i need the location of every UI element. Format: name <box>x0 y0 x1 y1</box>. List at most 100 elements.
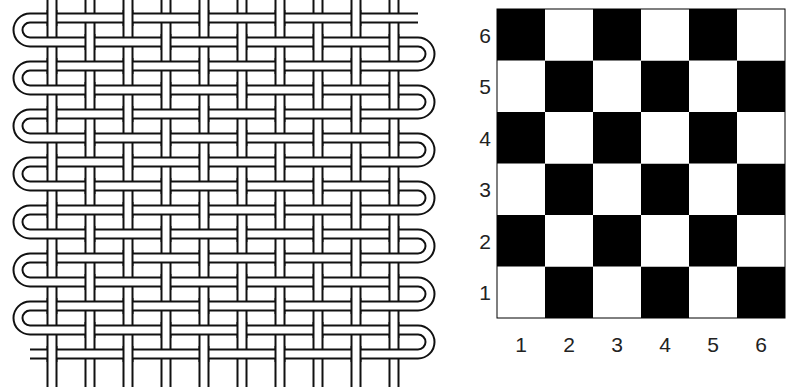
warp-crossing <box>162 82 171 98</box>
warp-crossing <box>200 106 209 122</box>
row-number: 4 <box>479 127 491 148</box>
black-cell <box>641 267 689 319</box>
warp-crossing <box>48 154 57 170</box>
white-cell <box>737 112 785 164</box>
warp-crossing <box>390 130 399 146</box>
warp-crossing <box>352 202 361 218</box>
black-cell <box>737 267 785 319</box>
white-cell <box>593 267 641 319</box>
white-cell <box>497 267 545 319</box>
warp-crossing <box>352 298 361 314</box>
black-cell <box>641 164 689 216</box>
warp-crossing <box>238 34 247 50</box>
black-cell <box>593 9 641 61</box>
warp-crossing <box>314 82 323 98</box>
black-cell <box>737 61 785 113</box>
white-cell <box>593 164 641 216</box>
black-cell <box>545 61 593 113</box>
warp-thread <box>313 0 324 387</box>
warp-crossing <box>352 154 361 170</box>
warp-crossing <box>352 58 361 74</box>
warp-crossing <box>390 178 399 194</box>
warp-crossing <box>238 130 247 146</box>
black-cell <box>689 9 737 61</box>
warp-thread <box>389 0 400 387</box>
warp-crossing <box>276 202 285 218</box>
warp-crossing <box>276 154 285 170</box>
warp-crossing <box>200 346 209 362</box>
white-cell <box>641 9 689 61</box>
warp-crossing <box>86 226 95 242</box>
row-number: 1 <box>479 282 491 303</box>
warp-crossing <box>124 58 133 74</box>
grid-border <box>497 9 785 318</box>
black-cell <box>689 112 737 164</box>
warp-crossing <box>276 298 285 314</box>
warp-crossing <box>162 130 171 146</box>
black-cell <box>641 61 689 113</box>
warp-thread <box>239 0 246 387</box>
warp-crossing <box>200 250 209 266</box>
row-number: 6 <box>479 24 491 45</box>
warp-crossing <box>162 34 171 50</box>
warp-thread <box>391 0 398 387</box>
column-number: 2 <box>563 334 575 355</box>
column-number: 5 <box>707 334 719 355</box>
warp-crossing <box>162 322 171 338</box>
warp-thread <box>163 0 170 387</box>
black-cell <box>545 164 593 216</box>
black-cell <box>497 112 545 164</box>
column-number: 3 <box>611 334 623 355</box>
warp-crossing <box>352 10 361 26</box>
white-cell <box>689 267 737 319</box>
warp-crossing <box>238 178 247 194</box>
warp-crossing <box>352 346 361 362</box>
warp-crossing <box>200 202 209 218</box>
white-cell <box>545 112 593 164</box>
warp-crossing <box>238 322 247 338</box>
warp-crossing <box>162 226 171 242</box>
row-number: 2 <box>479 230 491 251</box>
row-number: 5 <box>479 76 491 97</box>
warp-crossing <box>352 250 361 266</box>
warp-crossing <box>124 250 133 266</box>
warp-crossing <box>390 82 399 98</box>
black-cell <box>545 267 593 319</box>
white-cell <box>497 61 545 113</box>
weft-thread <box>18 18 430 354</box>
column-number: 1 <box>515 334 527 355</box>
black-cell <box>593 112 641 164</box>
warp-thread <box>87 0 94 387</box>
warp-crossing <box>86 178 95 194</box>
warp-thread <box>237 0 248 387</box>
warp-crossing <box>124 298 133 314</box>
warp-crossing <box>200 298 209 314</box>
white-cell <box>641 112 689 164</box>
warp-crossing <box>162 178 171 194</box>
warp-crossing <box>124 202 133 218</box>
row-number: 3 <box>479 179 491 200</box>
warp-crossing <box>86 130 95 146</box>
white-cell <box>737 9 785 61</box>
warp-crossing <box>48 58 57 74</box>
white-cell <box>545 215 593 267</box>
black-cell <box>497 9 545 61</box>
warp-crossing <box>276 58 285 74</box>
warp-crossing <box>124 154 133 170</box>
warp-crossing <box>124 346 133 362</box>
warp-crossing <box>86 34 95 50</box>
black-cell <box>689 215 737 267</box>
white-cell <box>497 164 545 216</box>
warp-crossing <box>314 34 323 50</box>
warp-crossing <box>314 130 323 146</box>
warp-crossing <box>276 106 285 122</box>
white-cell <box>689 164 737 216</box>
plain-weave-illustration <box>18 0 430 387</box>
warp-crossing <box>390 322 399 338</box>
warp-crossing <box>314 226 323 242</box>
warp-crossing <box>314 322 323 338</box>
warp-crossing <box>200 58 209 74</box>
warp-crossing <box>124 10 133 26</box>
warp-crossing <box>86 82 95 98</box>
